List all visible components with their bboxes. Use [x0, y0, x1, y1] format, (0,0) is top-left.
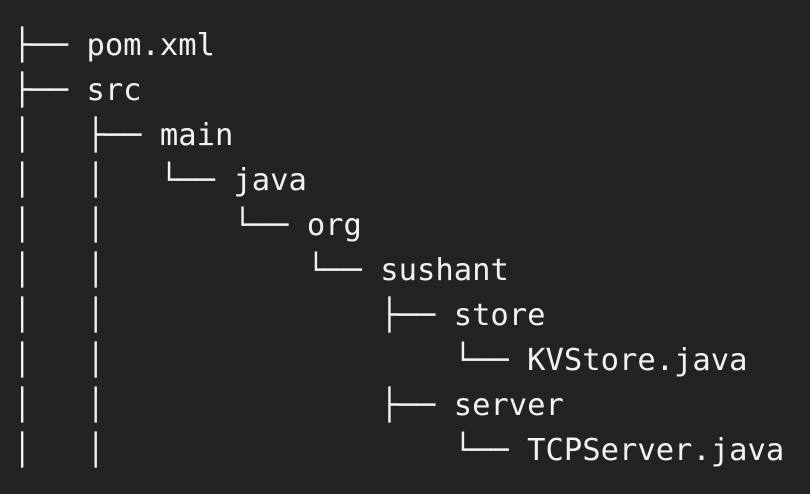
tree-branch-prefix: │ │ └── — [13, 343, 528, 378]
tree-line: ├── pom.xml — [13, 23, 810, 68]
tree-branch-prefix: │ │ └── — [13, 433, 528, 468]
tree-line: │ │ └── sushant — [13, 248, 810, 293]
tree-entry-sushant: sushant — [380, 253, 509, 288]
tree-branch-prefix: │ │ ├── — [13, 388, 454, 423]
tree-entry-kvstore-java: KVStore.java — [527, 343, 748, 378]
tree-entry-tcpserver-java: TCPServer.java — [527, 433, 785, 468]
tree-branch-prefix: │ │ ├── — [13, 298, 454, 333]
tree-entry-store: store — [453, 298, 546, 333]
tree-line: │ │ ├── store — [13, 293, 810, 338]
tree-branch-prefix: │ │ └── — [13, 163, 234, 198]
tree-branch-prefix: │ ├── — [13, 118, 160, 153]
tree-entry-java: java — [233, 163, 307, 198]
tree-entry-src: src — [86, 73, 142, 108]
tree-line: │ │ └── TCPServer.java — [13, 428, 810, 473]
tree-branch-prefix: ├── — [13, 28, 87, 63]
tree-entry-server: server — [453, 388, 564, 423]
tree-branch-prefix: │ │ └── — [13, 208, 307, 243]
tree-branch-prefix: ├── — [13, 73, 87, 108]
tree-entry-main: main — [159, 118, 234, 153]
tree-line: │ ├── main — [13, 113, 810, 158]
tree-line: │ │ └── org — [13, 203, 810, 248]
tree-line: │ │ └── java — [13, 158, 810, 203]
tree-entry-org: org — [306, 208, 362, 243]
tree-line: ├── src — [13, 68, 810, 113]
tree-branch-prefix: │ │ └── — [13, 253, 381, 288]
tree-line: │ │ ├── server — [13, 383, 810, 428]
tree-line: │ │ └── KVStore.java — [13, 338, 810, 383]
tree-entry-pom-xml: pom.xml — [86, 28, 215, 63]
